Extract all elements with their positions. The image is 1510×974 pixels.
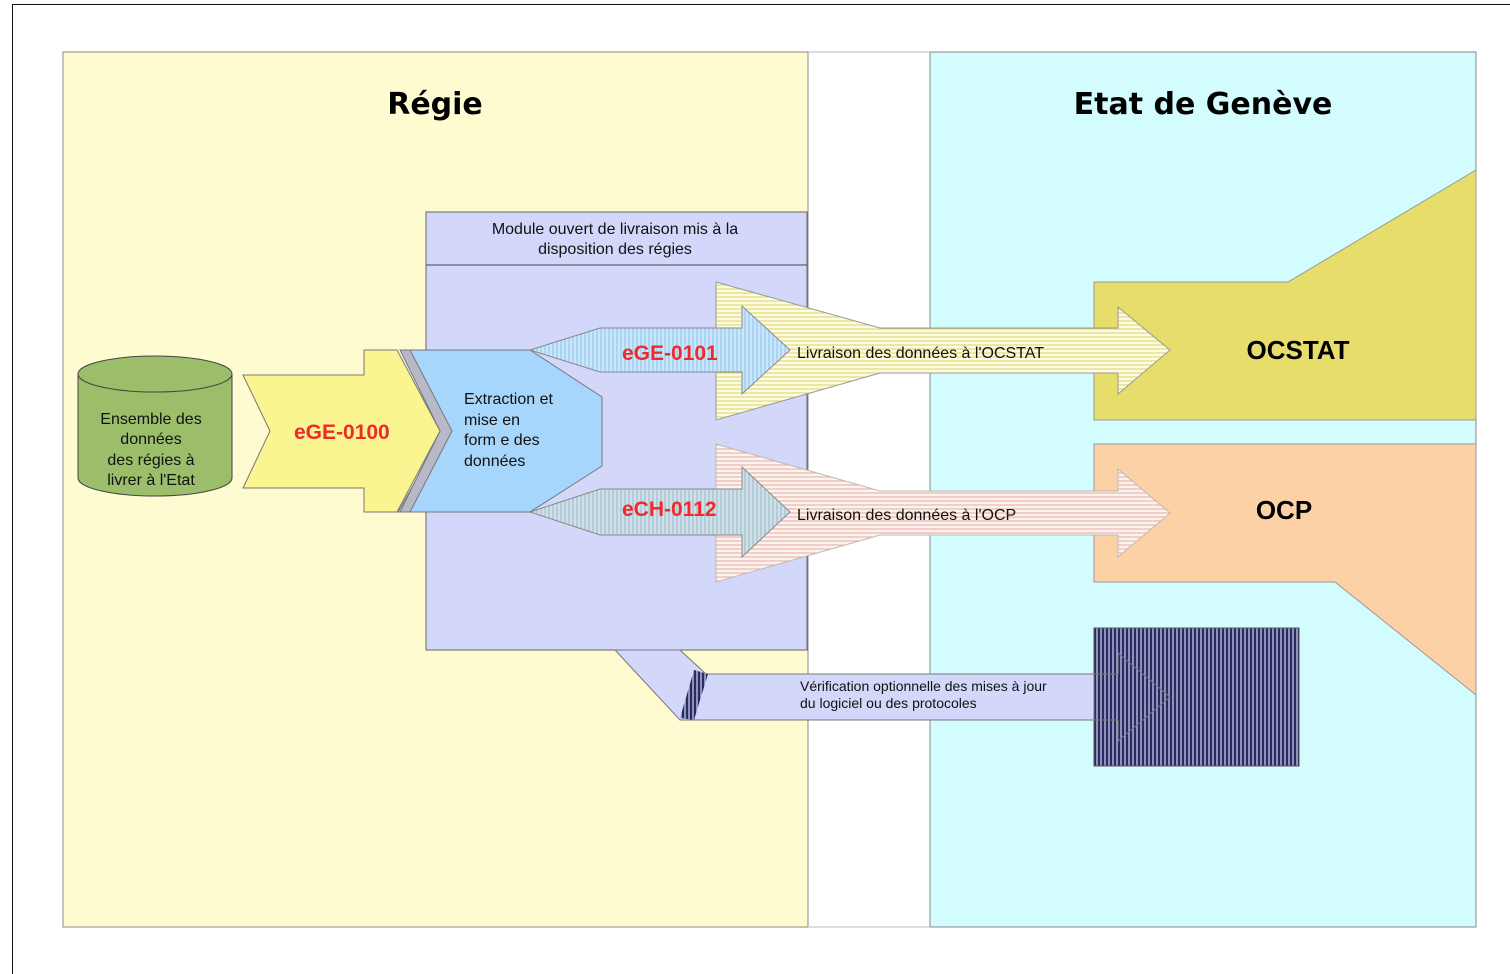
input-arrow xyxy=(242,349,441,513)
module-title-line2: disposition des régies xyxy=(538,241,692,258)
extraction-line3: form e des xyxy=(464,432,540,449)
extraction-line2: mise en xyxy=(464,412,520,429)
egE0101-arrow xyxy=(528,304,791,396)
ocp-target xyxy=(1093,443,1477,697)
verification-arrow-hatch xyxy=(680,670,708,720)
verification-arrow-head-overlay xyxy=(1093,651,1171,743)
database-icon xyxy=(77,355,233,497)
module-title-line1: Module ouvert de livraison mis à la xyxy=(492,221,738,238)
ech0112-arrow xyxy=(528,465,791,559)
verification-label-line2: du logiciel ou des protocoles xyxy=(800,695,977,711)
ocstat-label: OCSTAT xyxy=(1246,335,1349,365)
database-line1: Ensemble des xyxy=(100,411,201,428)
ocstat-delivery-arrow xyxy=(715,281,1171,421)
ocstat-delivery-label: Livraison des données à l'OCSTAT xyxy=(797,345,1044,362)
database-line4: livrer à l'Etat xyxy=(107,472,195,489)
verification-target xyxy=(1093,627,1300,767)
extraction-line1: Extraction et xyxy=(464,391,553,408)
ocp-label: OCP xyxy=(1256,495,1312,525)
egE0101-code: eGE-0101 xyxy=(622,342,718,365)
regie-title: Régie xyxy=(387,87,483,122)
database-line3: des régies à xyxy=(107,452,194,469)
egE0100-code: eGE-0100 xyxy=(294,421,390,444)
diagram-frame xyxy=(12,4,1510,974)
ocstat-target xyxy=(1093,169,1477,421)
ocp-delivery-arrow xyxy=(715,443,1171,583)
etat-title: Etat de Genève xyxy=(1074,87,1333,122)
verification-label-line1: Vérification optionnelle des mises à jou… xyxy=(800,678,1047,694)
database-line2: données xyxy=(120,431,181,448)
extraction-line4: données xyxy=(464,453,525,470)
ocp-delivery-label: Livraison des données à l'OCP xyxy=(797,507,1016,524)
ech0112-code: eCH-0112 xyxy=(622,498,717,521)
